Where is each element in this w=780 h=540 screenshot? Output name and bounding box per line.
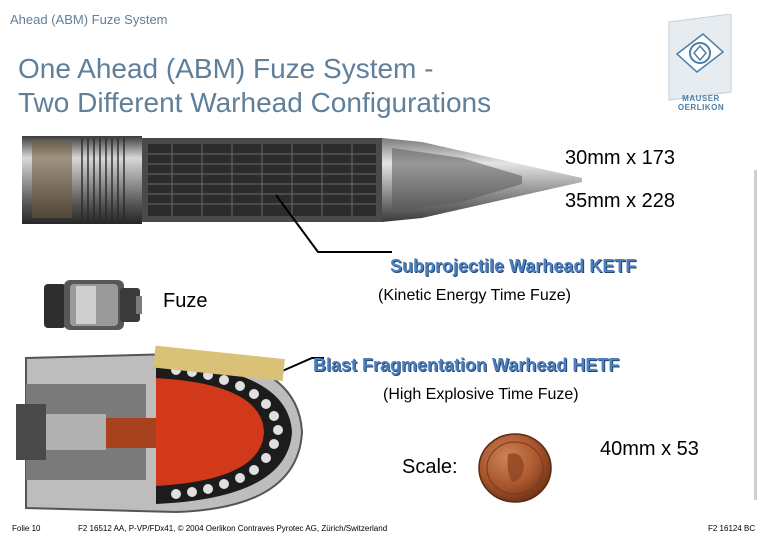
caliber-40mm-label: 40mm x 53	[600, 438, 699, 460]
caliber-30mm-label: 30mm x 173	[565, 147, 676, 169]
title-line-1: One Ahead (ABM) Fuze System -	[18, 53, 434, 84]
coin-scale-image	[478, 433, 552, 503]
caliber-35mm-label: 35mm x 228	[565, 190, 676, 212]
mauser-oerlikon-logo	[668, 14, 732, 101]
hetf-description: (High Explosive Time Fuze)	[383, 386, 579, 403]
hetf-heading: Blast Fragmentation Warhead HETF	[313, 355, 620, 375]
footer-folio: Folie 10	[12, 524, 41, 533]
title-line-2: Two Different Warhead Configurations	[18, 87, 492, 118]
scale-label: Scale:	[402, 456, 458, 478]
logo-text: MAUSER OERLIKON	[660, 94, 742, 112]
header-small-title: Ahead (ABM) Fuze System	[10, 12, 168, 27]
hetf-warhead-image	[16, 345, 304, 514]
logo-text-line-1: MAUSER	[682, 94, 720, 103]
logo-text-line-2: OERLIKON	[677, 103, 725, 112]
fuze-label: Fuze	[163, 290, 208, 312]
page-title: One Ahead (ABM) Fuze System - Two Differ…	[18, 52, 491, 120]
subprojectile-lines	[148, 144, 376, 216]
fuze-image	[44, 280, 142, 330]
vertical-fine-print	[754, 170, 757, 500]
footer-code: F2 16124 BC	[708, 524, 756, 533]
ketf-description: (Kinetic Energy Time Fuze)	[378, 287, 571, 304]
band-grooves	[81, 138, 125, 222]
ketf-heading: Subprojectile Warhead KETF	[390, 256, 637, 276]
projectile-cutaway-image	[22, 136, 582, 224]
footer-reference: F2 16512 AA, P-VP/FDx41, © 2004 Oerlikon…	[78, 524, 388, 533]
